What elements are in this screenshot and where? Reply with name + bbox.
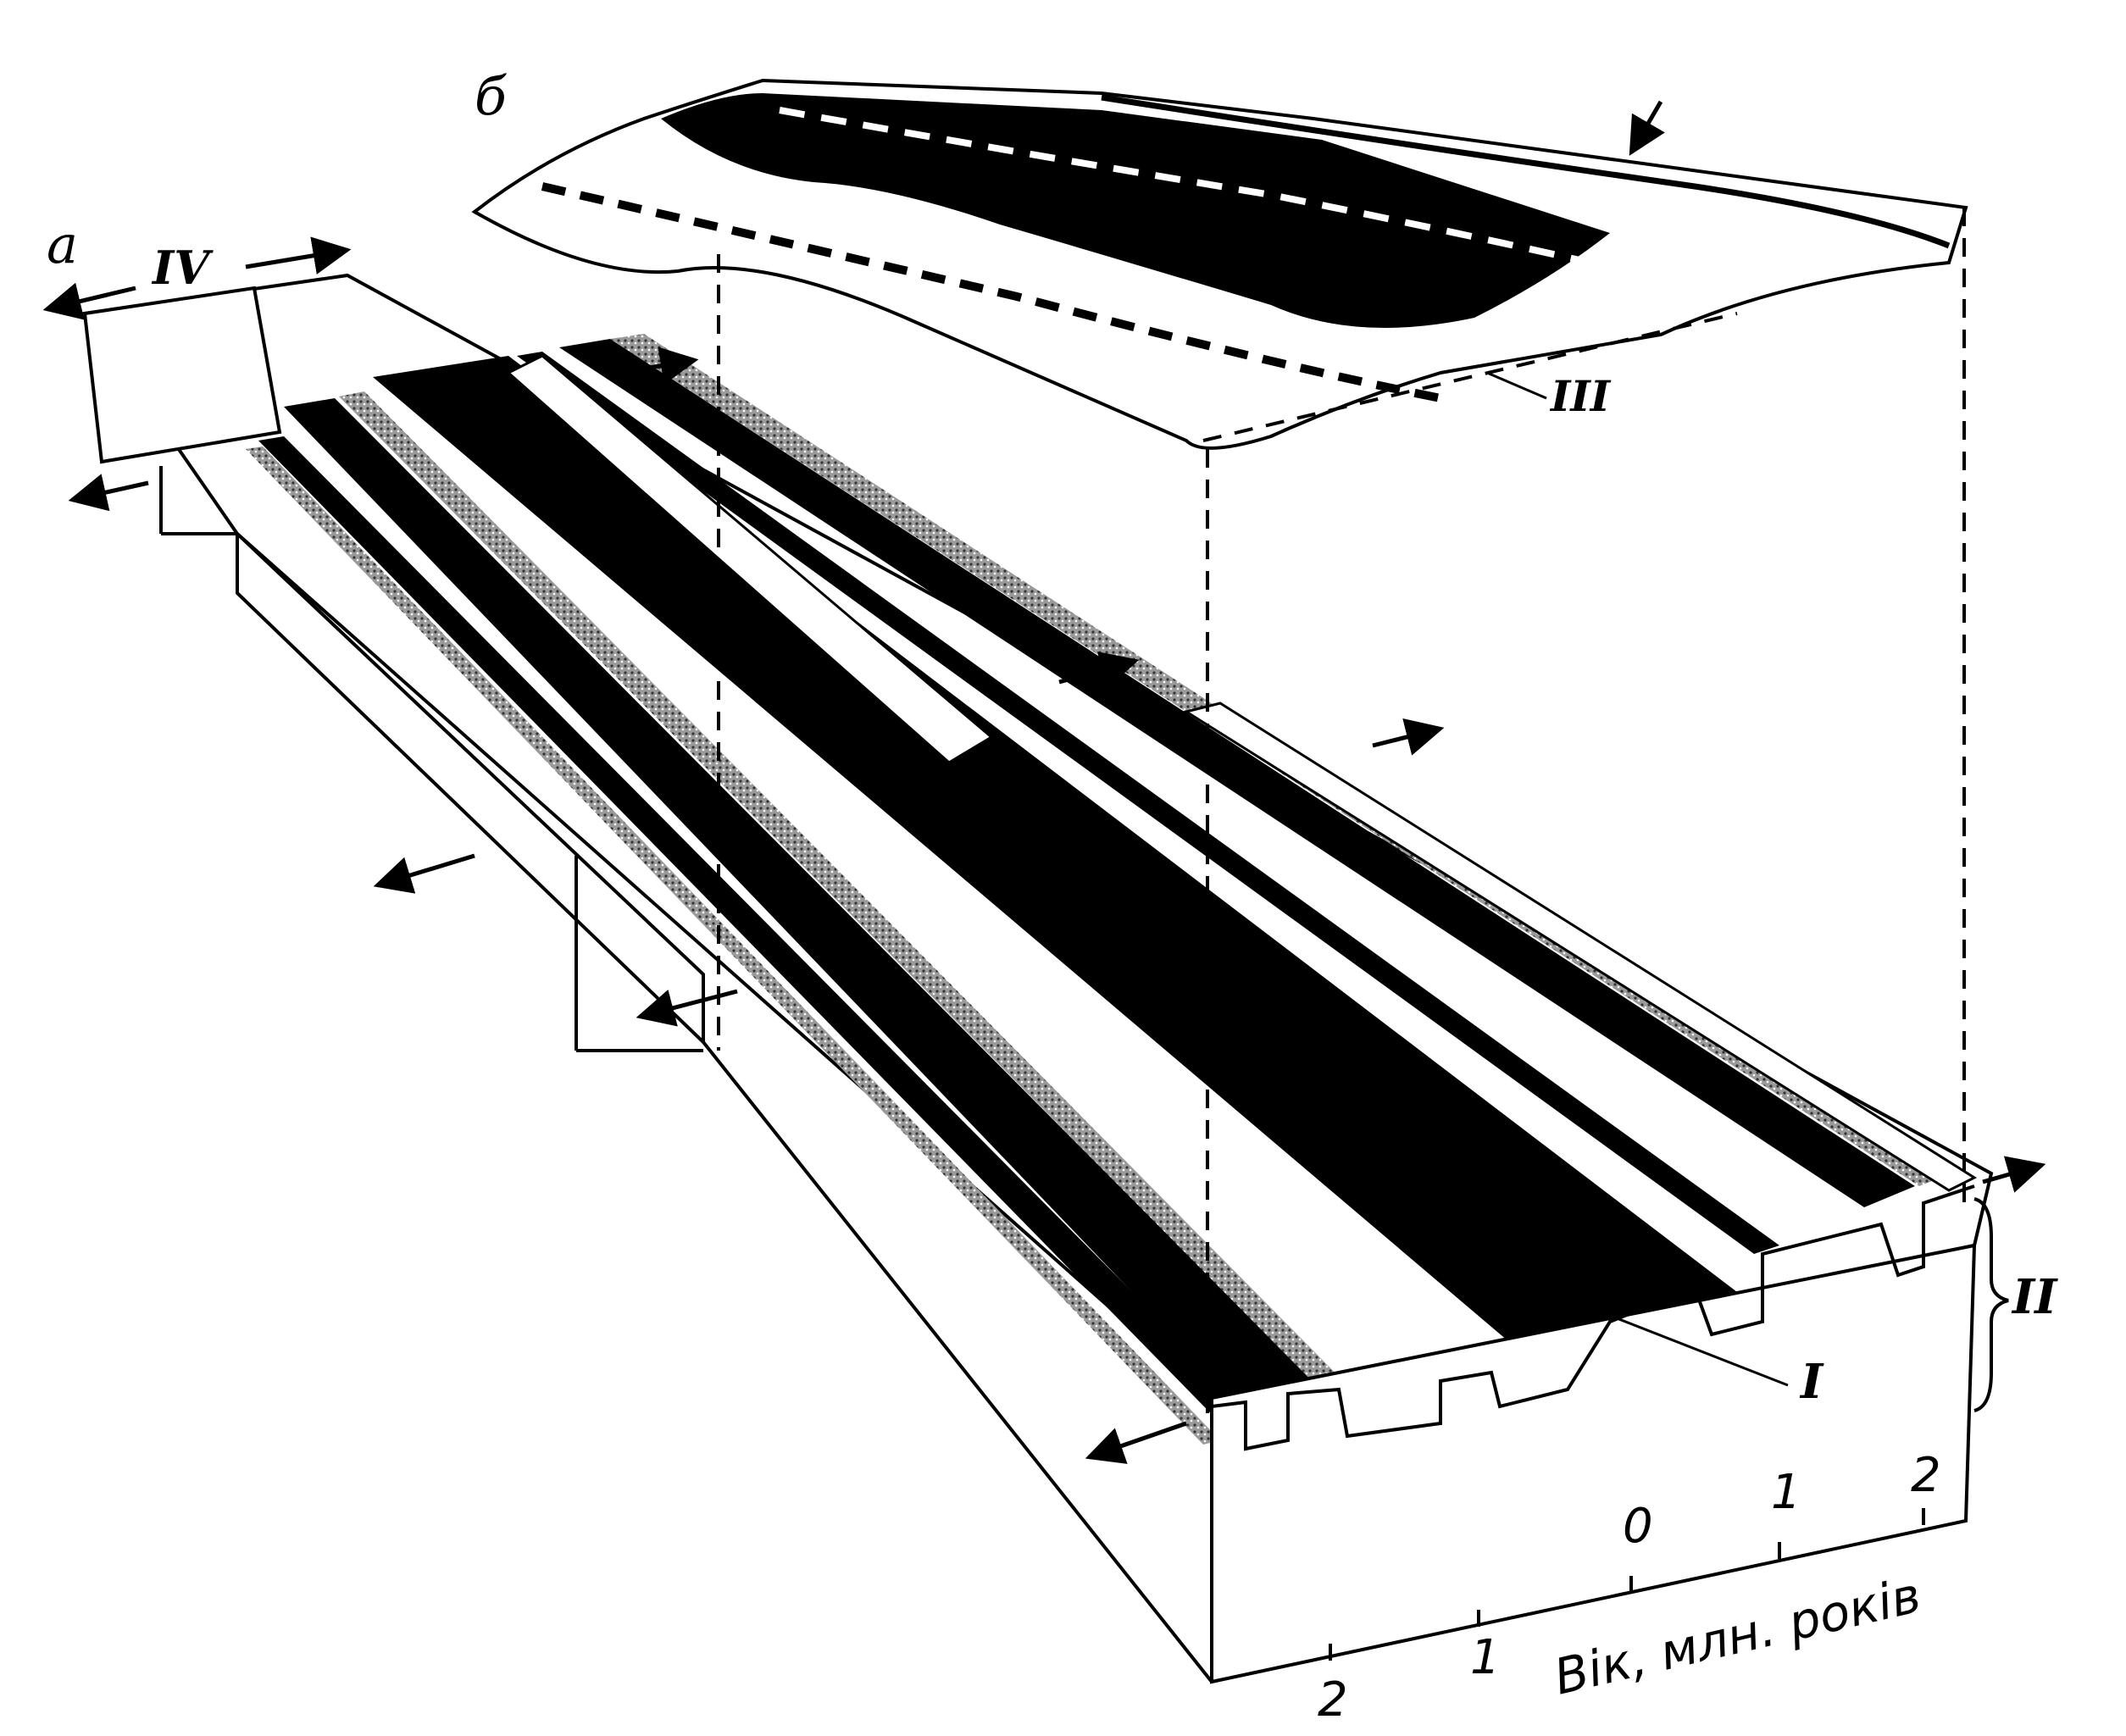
black-stripe-right-1 [559, 339, 1915, 1207]
projection-lines [717, 208, 1966, 1423]
black-stripe-right-2 [517, 352, 1779, 1254]
age-tick-2: 0 [1623, 1499, 1653, 1554]
anomaly-profile-panel [471, 78, 1968, 450]
age-tick-3: 1 [1771, 1465, 1801, 1520]
black-stripe-left-2 [258, 436, 1271, 1440]
label-iii: III [1549, 371, 1612, 421]
black-stripe-left-1 [284, 398, 1330, 1415]
label-i: I [1799, 1354, 1824, 1410]
anomaly-dark-band [661, 93, 1610, 328]
stripe-block [81, 273, 1994, 1684]
front-relief-profile [1211, 1184, 1975, 1451]
stipple-stripe-left [246, 446, 1220, 1445]
stipple-stripe-mid [339, 391, 1356, 1400]
central-black-stripe [373, 356, 1737, 1356]
age-tick-1: 1 [1470, 1630, 1501, 1685]
front-face-main [1210, 1243, 1977, 1684]
label-iv: IV [151, 241, 214, 295]
offset-block-top-left [82, 286, 282, 464]
age-tick-0: 2 [1318, 1672, 1348, 1728]
spreading-arrows [42, 100, 2046, 1464]
panel-b-label: б [475, 65, 508, 127]
label-ii: II [2011, 1269, 2058, 1325]
offset-block-mid [506, 354, 994, 764]
panel-a-label: a [47, 214, 78, 275]
label-ii-brace [1973, 1197, 2009, 1412]
age-tick-4: 2 [1911, 1448, 1941, 1503]
